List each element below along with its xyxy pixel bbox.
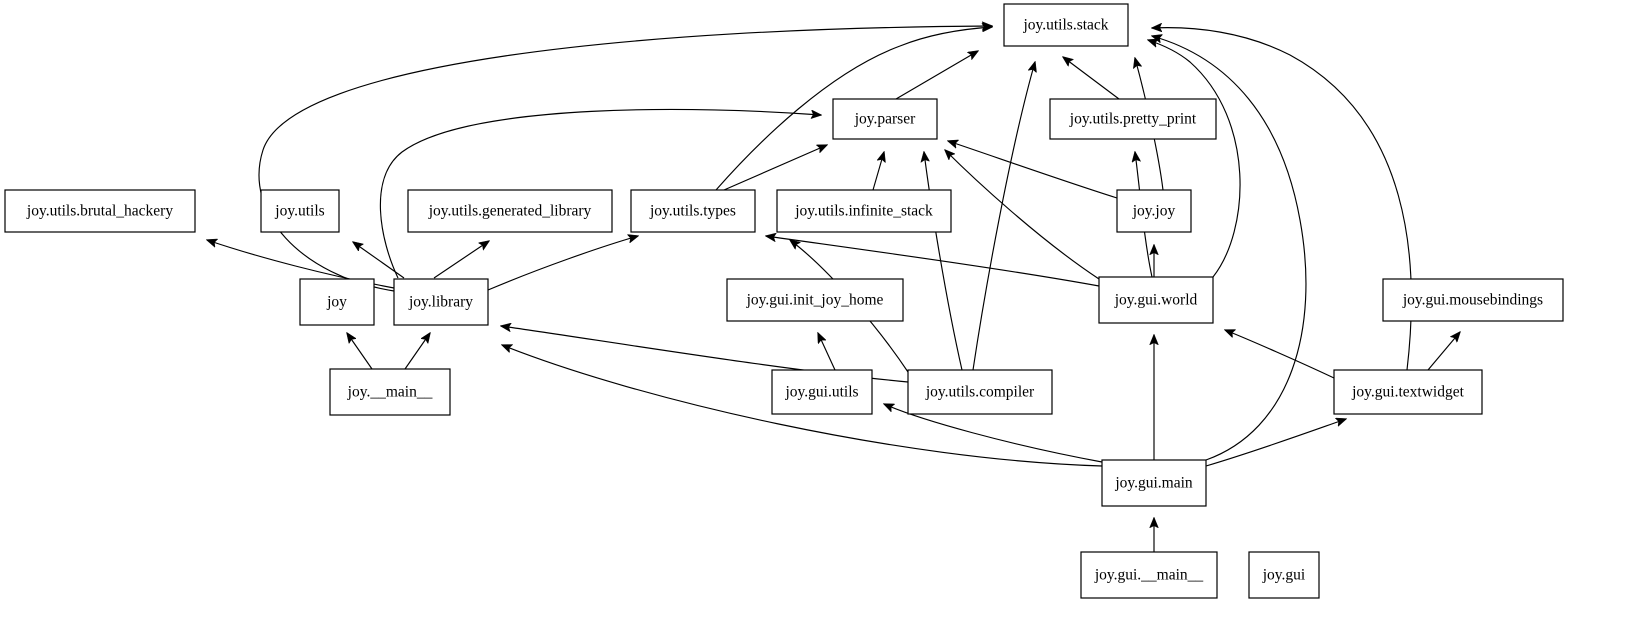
node-label-joy-utils-types: joy.utils.types bbox=[649, 203, 736, 220]
node-label-joy-utils-compiler: joy.utils.compiler bbox=[925, 384, 1035, 401]
node-box-joy-gui-utils[interactable] bbox=[771, 369, 873, 415]
node-layer: joy.utils.stack joy.parser joy.utils.pre… bbox=[4, 3, 1564, 599]
edge-joy_utils_types-joy_parser bbox=[723, 145, 827, 191]
node-joy-gui-main-module[interactable]: joy.gui.__main__ bbox=[1080, 551, 1218, 599]
node-label-joy-library: joy.library bbox=[408, 294, 473, 311]
node-joy-utils-compiler[interactable]: joy.utils.compiler bbox=[907, 369, 1053, 415]
node-joy-main[interactable]: joy.__main__ bbox=[329, 368, 451, 416]
node-joy-utils-pretty-print[interactable]: joy.utils.pretty_print bbox=[1049, 98, 1217, 140]
edge-joy_gui_main-joy_gui_textwidget bbox=[1205, 419, 1346, 467]
edge-joy_gui_world-joy_parser bbox=[945, 150, 1100, 280]
node-box-joy-main[interactable] bbox=[329, 368, 451, 416]
node-joy-gui-world[interactable]: joy.gui.world bbox=[1098, 276, 1214, 324]
node-joy[interactable]: joy bbox=[299, 278, 375, 326]
edge-joy_utils_infinite_stack-joy_parser bbox=[872, 152, 884, 191]
node-label-joy-main: joy.__main__ bbox=[347, 384, 433, 401]
node-label-joy-utils: joy.utils bbox=[274, 203, 324, 220]
node-joy-utils-generated-library[interactable]: joy.utils.generated_library bbox=[407, 189, 613, 233]
edge-joy_library-joy_utils_stack bbox=[258, 26, 992, 292]
node-label-joy-joy: joy.joy bbox=[1132, 203, 1176, 220]
node-label-joy-utils-brutal-hackery: joy.utils.brutal_hackery bbox=[26, 203, 173, 220]
node-box-joy-utils-generated-library[interactable] bbox=[407, 189, 613, 233]
node-joy-utils-types[interactable]: joy.utils.types bbox=[630, 189, 756, 233]
node-joy-parser[interactable]: joy.parser bbox=[832, 98, 938, 140]
node-box-joy-utils-brutal-hackery[interactable] bbox=[4, 189, 196, 233]
node-box-joy-utils-stack[interactable] bbox=[1003, 3, 1129, 47]
node-label-joy-gui-world: joy.gui.world bbox=[1114, 292, 1198, 309]
edge-joy_gui_textwidget-joy_gui_world bbox=[1225, 330, 1335, 379]
node-box-joy-parser[interactable] bbox=[832, 98, 938, 140]
node-label-joy-gui-textwidget: joy.gui.textwidget bbox=[1351, 384, 1464, 401]
edge-joy_gui_main-joy_library bbox=[502, 345, 1103, 467]
node-box-joy-gui-main[interactable] bbox=[1101, 459, 1207, 507]
node-box-joy-gui-textwidget[interactable] bbox=[1333, 369, 1483, 415]
edge-joy_utils_types-joy_utils_stack bbox=[715, 27, 992, 191]
edge-joy_library-joy_utils_generated_library bbox=[433, 241, 489, 279]
node-joy-utils-stack[interactable]: joy.utils.stack bbox=[1003, 3, 1129, 47]
node-joy-utils-brutal-hackery[interactable]: joy.utils.brutal_hackery bbox=[4, 189, 196, 233]
node-label-joy-gui: joy.gui bbox=[1262, 567, 1306, 584]
edge-joy_library-joy_parser bbox=[379, 108, 821, 279]
node-box-joy-utils[interactable] bbox=[260, 189, 340, 233]
edge-joy_joy-joy_parser bbox=[948, 141, 1118, 199]
node-box-joy-gui[interactable] bbox=[1248, 551, 1320, 599]
node-label-joy-parser: joy.parser bbox=[854, 111, 916, 128]
node-label-joy-utils-infinite-stack: joy.utils.infinite_stack bbox=[794, 203, 933, 220]
node-joy-gui-mousebindings[interactable]: joy.gui.mousebindings bbox=[1382, 278, 1564, 322]
node-label-joy-gui-utils: joy.gui.utils bbox=[784, 384, 858, 401]
edge-joy_main-joy bbox=[347, 333, 373, 370]
node-label-joy-gui-mousebindings: joy.gui.mousebindings bbox=[1402, 292, 1543, 309]
node-box-joy[interactable] bbox=[299, 278, 375, 326]
node-box-joy-utils-pretty-print[interactable] bbox=[1049, 98, 1217, 140]
node-joy-utils-infinite-stack[interactable]: joy.utils.infinite_stack bbox=[776, 189, 952, 233]
edge-joy_library-joy_utils_types bbox=[487, 236, 638, 291]
node-label-joy-utils-generated-library: joy.utils.generated_library bbox=[428, 203, 592, 220]
edge-joy_gui_main-joy_utils_stack bbox=[1152, 36, 1307, 461]
node-box-joy-utils-infinite-stack[interactable] bbox=[776, 189, 952, 233]
edge-joy_gui_world-joy_utils_types bbox=[766, 236, 1100, 287]
node-label-joy-utils-stack: joy.utils.stack bbox=[1022, 17, 1108, 34]
node-box-joy-gui-mousebindings[interactable] bbox=[1382, 278, 1564, 322]
edge-joy_gui_utils-joy_gui_init_joy_home bbox=[818, 333, 836, 371]
edge-joy_utils_pretty_print-joy_utils_stack bbox=[1063, 57, 1120, 100]
edge-joy_parser-joy_utils_stack bbox=[895, 51, 978, 100]
node-box-joy-utils-types[interactable] bbox=[630, 189, 756, 233]
node-box-joy-gui-init-joy-home[interactable] bbox=[726, 278, 904, 322]
node-label-joy-gui-main-module: joy.gui.__main__ bbox=[1094, 567, 1204, 584]
node-joy-utils[interactable]: joy.utils bbox=[260, 189, 340, 233]
node-label-joy: joy bbox=[326, 294, 347, 311]
edge-joy_gui_world-joy_utils_stack bbox=[1148, 40, 1241, 278]
edge-joy_gui_main-joy_gui_utils bbox=[884, 404, 1103, 463]
node-box-joy-utils-compiler[interactable] bbox=[907, 369, 1053, 415]
node-box-joy-gui-main-module[interactable] bbox=[1080, 551, 1218, 599]
edge-joy_main-joy_library bbox=[404, 333, 430, 370]
node-label-joy-gui-main: joy.gui.main bbox=[1114, 475, 1193, 492]
node-joy-library[interactable]: joy.library bbox=[393, 278, 489, 326]
edge-joy_utils_compiler-joy_utils_stack bbox=[972, 62, 1035, 371]
node-joy-gui-main[interactable]: joy.gui.main bbox=[1101, 459, 1207, 507]
node-box-joy-library[interactable] bbox=[393, 278, 489, 326]
edge-layer bbox=[207, 26, 1460, 552]
node-joy-gui-utils[interactable]: joy.gui.utils bbox=[771, 369, 873, 415]
node-joy-joy[interactable]: joy.joy bbox=[1116, 189, 1192, 233]
node-label-joy-gui-init-joy-home: joy.gui.init_joy_home bbox=[746, 292, 884, 309]
edge-joy_gui_textwidget-joy_gui_mousebindings bbox=[1427, 332, 1460, 371]
node-joy-gui-init-joy-home[interactable]: joy.gui.init_joy_home bbox=[726, 278, 904, 322]
node-joy-gui[interactable]: joy.gui bbox=[1248, 551, 1320, 599]
node-label-joy-utils-pretty-print: joy.utils.pretty_print bbox=[1069, 111, 1197, 128]
edge-joy_library-joy_utils bbox=[353, 242, 405, 279]
node-joy-gui-textwidget[interactable]: joy.gui.textwidget bbox=[1333, 369, 1483, 415]
node-box-joy-gui-world[interactable] bbox=[1098, 276, 1214, 324]
edge-joy_utils_compiler-joy_parser bbox=[924, 152, 963, 371]
node-box-joy-joy[interactable] bbox=[1116, 189, 1192, 233]
